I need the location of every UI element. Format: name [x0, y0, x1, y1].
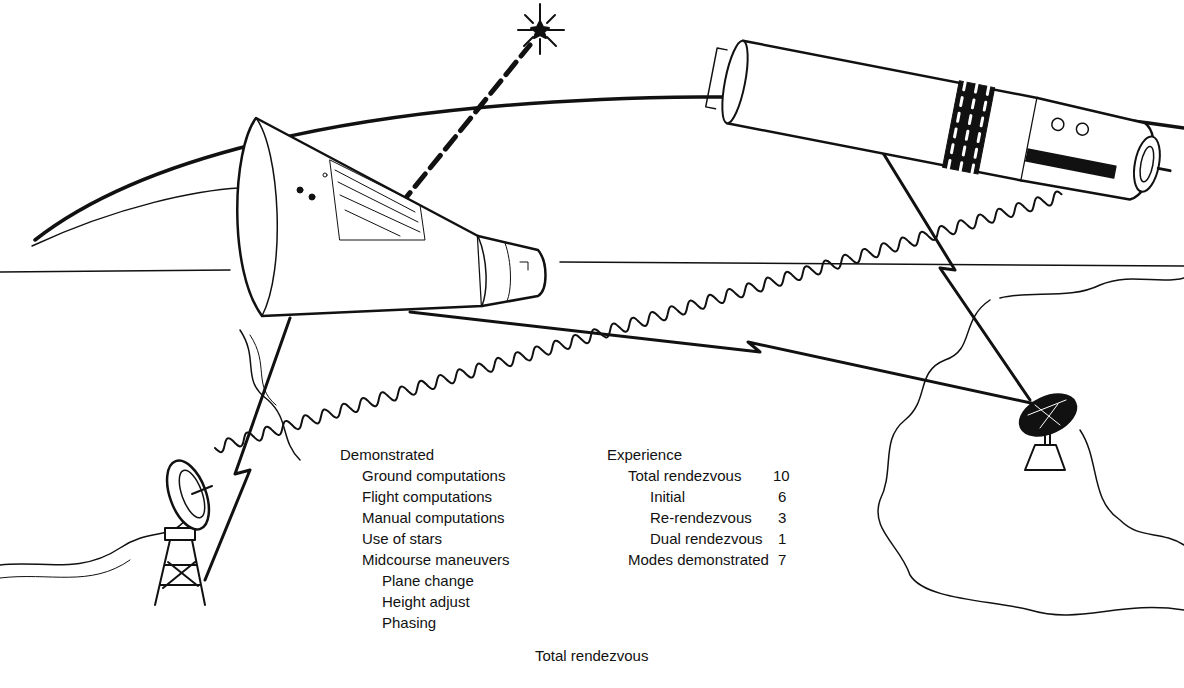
list-heading: Experience: [607, 446, 682, 464]
list-subitem: Initial: [650, 488, 685, 506]
list-item: Use of stars: [362, 530, 442, 548]
list-item: Manual computations: [362, 509, 505, 527]
coastline: [878, 300, 1184, 615]
count-value: 10: [773, 467, 790, 485]
count-value: 6: [778, 488, 786, 506]
coastline: [1080, 430, 1184, 545]
coastline: [0, 330, 300, 565]
radio-link: [205, 318, 290, 580]
ground-station: [1013, 386, 1083, 470]
list-subitem: Phasing: [382, 614, 436, 632]
list-item: Midcourse maneuvers: [362, 551, 510, 569]
list-subitem: Height adjust: [382, 593, 470, 611]
radio-link: [215, 192, 1061, 453]
gemini-spacecraft: [237, 118, 545, 316]
horizon-line: [0, 262, 1184, 272]
coastline: [0, 335, 276, 578]
count-value: 3: [778, 509, 786, 527]
star: [518, 4, 564, 54]
list-subitem: Plane change: [382, 572, 474, 590]
count-value: 1: [778, 530, 786, 548]
radio-link: [880, 148, 1030, 400]
list-heading: Demonstrated: [340, 446, 434, 464]
coastline: [1000, 278, 1184, 298]
agena-target-vehicle: [703, 34, 1179, 210]
list-subitem: Re-rendezvous: [650, 509, 752, 527]
ground-station: [155, 455, 217, 605]
radio-link: [410, 312, 1040, 405]
figure-caption: Total rendezvous: [535, 647, 648, 665]
list-item: Ground computations: [362, 467, 505, 485]
star-sight-line: [400, 45, 530, 205]
list-item: Total rendezvous: [628, 467, 741, 485]
list-item: Modes demonstrated: [628, 551, 769, 569]
earth-limb-inner: [32, 188, 240, 246]
count-value: 7: [778, 551, 786, 569]
list-item: Flight computations: [362, 488, 492, 506]
list-subitem: Dual rendezvous: [650, 530, 763, 548]
